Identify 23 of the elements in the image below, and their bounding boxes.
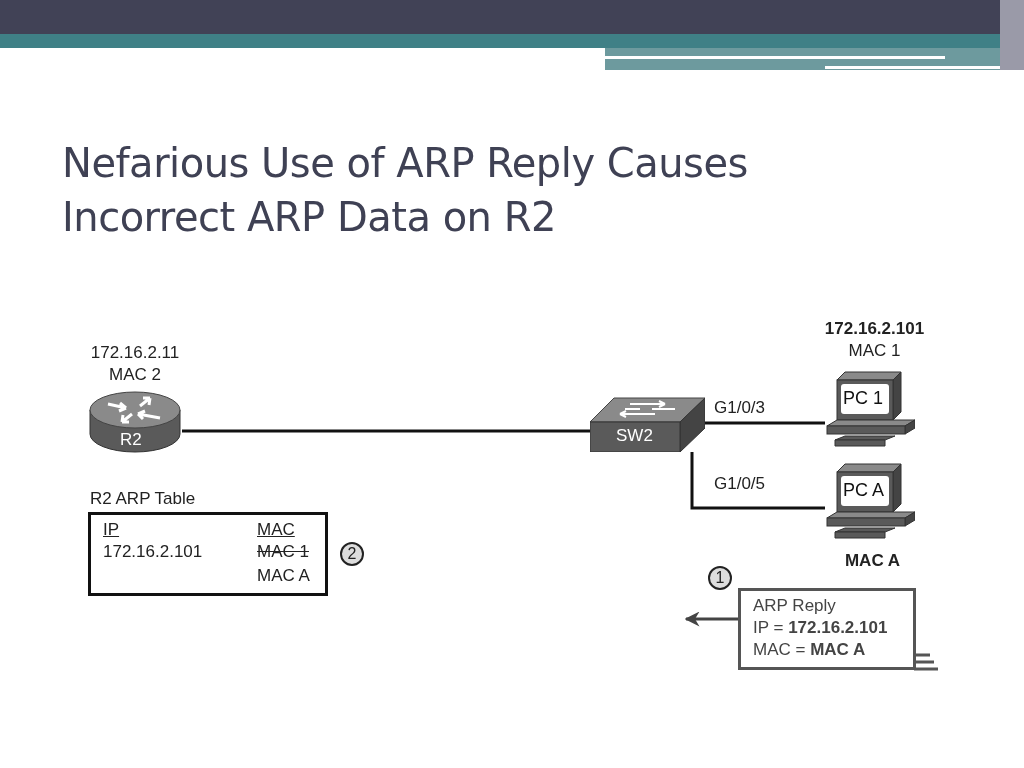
- table-cell: 172.16.2.101: [103, 541, 203, 563]
- screen-label: PC 1: [843, 388, 884, 409]
- callout-number: 1: [708, 566, 732, 590]
- table-cell: MAC A: [257, 565, 310, 587]
- message-text: MAC = MAC A: [753, 639, 866, 661]
- table-cell: MAC: [257, 519, 295, 541]
- callout-number: 2: [340, 542, 364, 566]
- network-link: [705, 421, 825, 425]
- screen-label: PC A: [843, 480, 885, 501]
- message-text: ARP Reply: [753, 595, 836, 617]
- arrow: [684, 611, 738, 627]
- table-heading: R2 ARP Table: [90, 488, 196, 510]
- device-label: SW2: [616, 426, 653, 446]
- table-cell: IP: [103, 519, 120, 541]
- device-caption: 172.16.2.101 MAC 1: [823, 318, 926, 362]
- device-label: R2: [120, 430, 142, 450]
- device-caption: 172.16.2.11 MAC 2: [89, 342, 181, 386]
- message-text: IP = 172.16.2.101: [753, 617, 888, 639]
- network-link: [182, 429, 590, 433]
- table-cell: MAC 1: [257, 541, 309, 563]
- slide-title: Nefarious Use of ARP Reply Causes Incorrect ARP Data on R2: [62, 139, 749, 242]
- device-caption: MAC A: [843, 550, 902, 572]
- network-link: [690, 452, 825, 510]
